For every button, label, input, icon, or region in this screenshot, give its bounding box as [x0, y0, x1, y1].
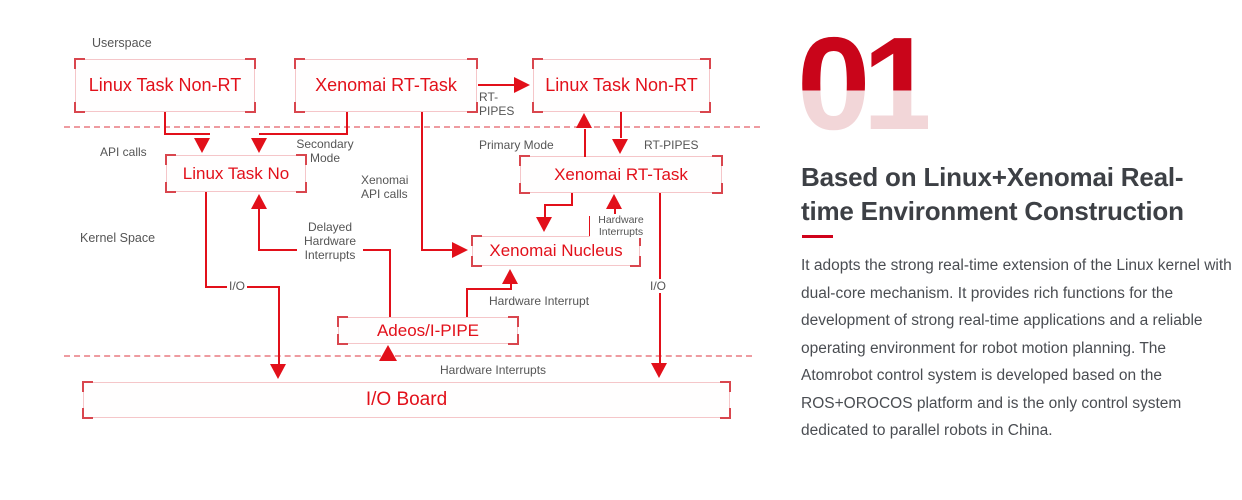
connector-line	[620, 112, 622, 138]
io-left-label: I/O	[227, 279, 248, 293]
box-linux-task-nonrt-right: Linux Task Non-RT	[532, 58, 711, 113]
connector-line	[466, 289, 468, 317]
box-adeos-ipipe: Adeos/I-PIPE	[337, 316, 519, 345]
kernel-space-label: Kernel Space	[80, 231, 156, 245]
box-label: Linux Task Non-RT	[88, 75, 242, 95]
connector-line	[346, 112, 348, 135]
hardware-interrupts-small-label: Hardware Interrupts	[590, 214, 652, 238]
connector-line	[421, 249, 454, 251]
connector-line	[466, 288, 512, 290]
connector-line	[544, 204, 546, 217]
userspace-label: Userspace	[92, 36, 152, 50]
arrowhead-down	[612, 139, 628, 154]
connector-line	[259, 133, 348, 135]
kernel-hardware-divider	[64, 355, 752, 357]
connector-line	[544, 204, 573, 206]
arrowhead-down	[194, 138, 210, 153]
connector-line	[659, 193, 661, 363]
secondary-mode-label: Secondary Mode	[296, 137, 354, 165]
box-xenomai-nucleus: Xenomai Nucleus	[471, 235, 641, 267]
arrowhead-up	[379, 345, 397, 361]
connector-line	[571, 193, 573, 206]
box-label: Linux Task No	[182, 163, 290, 183]
api-calls-label: API calls	[100, 145, 147, 159]
connector-line	[584, 129, 586, 157]
userspace-kernel-divider	[64, 126, 760, 128]
connector-line	[278, 286, 280, 364]
connector-line	[421, 112, 423, 251]
connector-line	[258, 207, 260, 251]
arrowhead-up	[251, 194, 267, 209]
box-label: Xenomai Nucleus	[489, 241, 623, 260]
box-linux-task-no: Linux Task No	[165, 154, 307, 193]
arrowhead-down	[251, 138, 267, 153]
connector-line	[164, 133, 210, 135]
box-xenomai-rt-task-kernel: Xenomai RT-Task	[519, 155, 723, 194]
arrowhead-up	[502, 269, 518, 284]
box-label: Xenomai RT-Task	[315, 75, 457, 95]
io-right-label: I/O	[648, 279, 669, 293]
connector-line	[389, 249, 391, 317]
box-linux-task-nonrt-left: Linux Task Non-RT	[74, 58, 256, 113]
connector-line	[205, 192, 207, 288]
arrowhead-up	[576, 113, 592, 128]
primary-mode-label: Primary Mode	[479, 138, 554, 152]
box-label: Xenomai RT-Task	[554, 164, 688, 184]
section-number: 01	[797, 10, 936, 157]
arrowhead-up	[606, 194, 622, 209]
rt-pipes-small-label: RT- PIPES	[479, 90, 515, 118]
box-label: I/O Board	[365, 389, 448, 410]
section-heading: Based on Linux+Xenomai Real-time Environ…	[801, 162, 1184, 226]
box-label: Adeos/I-PIPE	[376, 320, 480, 340]
delayed-hw-interrupts-label: Delayed Hardware Interrupts	[297, 220, 363, 262]
connector-line	[510, 284, 512, 290]
arrowhead-down	[651, 363, 667, 378]
box-xenomai-rt-task-top: Xenomai RT-Task	[294, 58, 478, 113]
rt-pipes-label: RT-PIPES	[644, 138, 699, 152]
arrowhead-down	[270, 364, 286, 379]
connector-line	[614, 209, 616, 218]
connector-line	[478, 84, 516, 86]
connector-line	[164, 112, 166, 135]
arrowhead-right	[452, 242, 468, 258]
heading-accent-dash	[802, 235, 833, 238]
hardware-interrupts-bottom-label: Hardware Interrupts	[440, 363, 547, 377]
box-label: Linux Task Non-RT	[545, 75, 698, 95]
hardware-interrupt-label: Hardware Interrupt	[489, 294, 590, 308]
section-paragraph: It adopts the strong real-time extension…	[801, 257, 1232, 439]
box-io-board: I/O Board	[82, 381, 731, 419]
arrowhead-right	[514, 77, 530, 93]
xenomai-api-calls-label: Xenomai API calls	[361, 173, 409, 201]
arrowhead-down	[536, 217, 552, 232]
